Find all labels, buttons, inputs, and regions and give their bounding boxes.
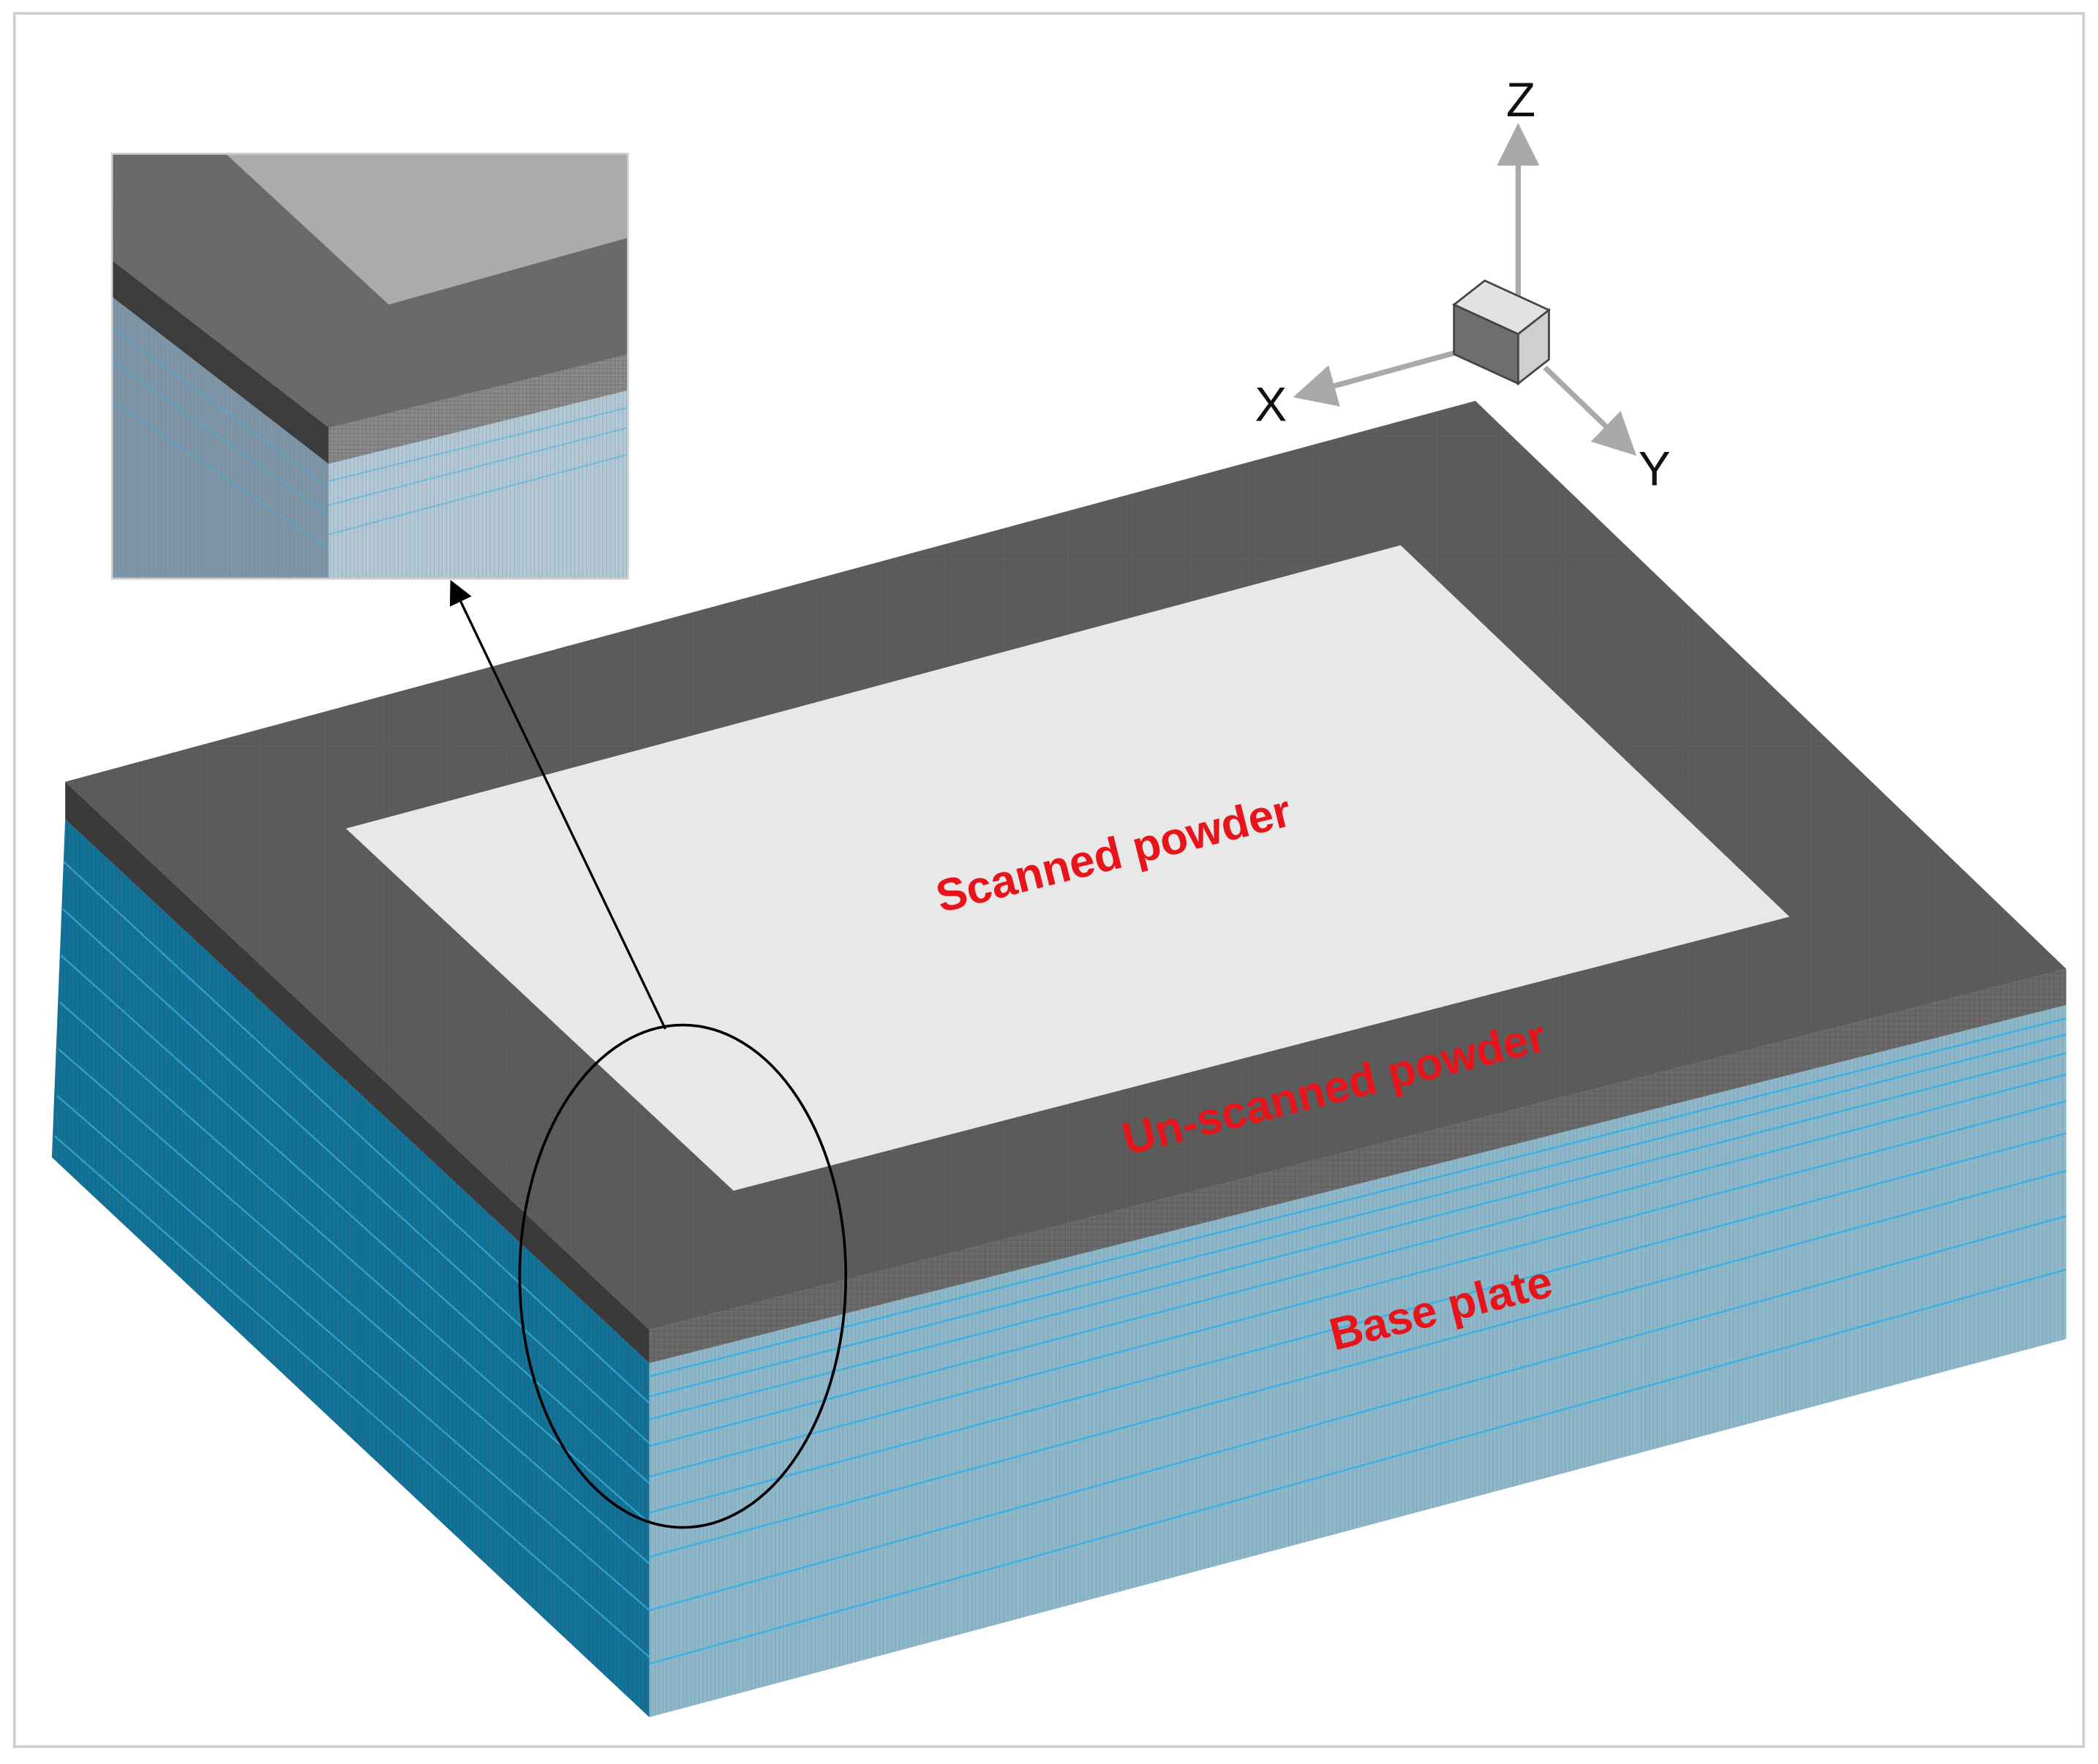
base-plate-left-face xyxy=(51,819,650,1718)
base-plate-front-face xyxy=(649,1005,2067,1718)
powder-layer-left-edge xyxy=(65,781,650,1363)
callout-arrow xyxy=(449,579,667,1030)
figure-frame xyxy=(12,12,2086,1749)
axis-label-x: X xyxy=(1255,377,1287,431)
zoom-inset-border xyxy=(110,152,629,580)
triad-cube-right xyxy=(1517,308,1550,386)
zoom-inset xyxy=(112,154,628,579)
axis-label-z: Z xyxy=(1506,72,1535,127)
axis-label-y: Y xyxy=(1639,441,1671,495)
scanned-powder-region xyxy=(345,545,1790,1191)
axis-triad xyxy=(1293,123,1637,456)
zoom-region-ellipse xyxy=(518,1023,848,1529)
